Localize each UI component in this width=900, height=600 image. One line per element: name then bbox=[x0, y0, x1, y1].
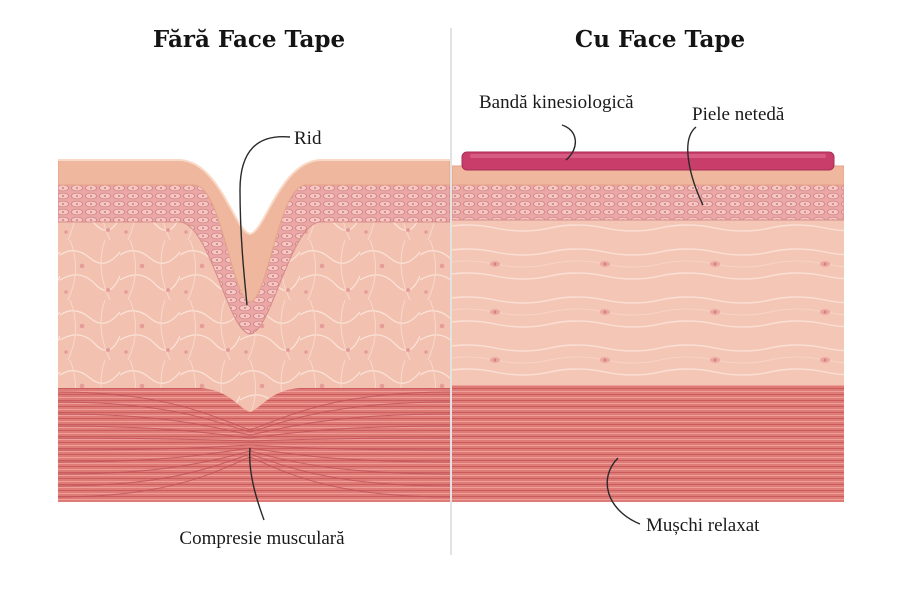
right-panel-title: Cu Face Tape bbox=[575, 26, 745, 53]
left-panel-title: Fără Face Tape bbox=[153, 26, 345, 53]
left-dermis bbox=[58, 218, 450, 412]
wrinkle-label: Rid bbox=[294, 128, 322, 149]
left-panel bbox=[58, 159, 450, 502]
right-dermis bbox=[452, 218, 844, 385]
relaxed-muscle-leader-line bbox=[606, 457, 641, 525]
right-muscle-layer bbox=[452, 385, 844, 502]
muscle-compression-label: Compresie musculară bbox=[179, 528, 345, 549]
tape-label: Bandă kinesiologică bbox=[479, 92, 634, 113]
right-panel bbox=[452, 151, 844, 502]
right-cell-layer bbox=[452, 182, 844, 221]
wrinkle-leader-line bbox=[239, 135, 291, 306]
tape-leader-line bbox=[561, 124, 576, 161]
smooth-skin-label: Piele netedă bbox=[692, 104, 785, 125]
smooth-skin-leader-line bbox=[687, 126, 704, 206]
relaxed-muscle-label: Mușchi relaxat bbox=[646, 515, 760, 536]
muscle-compression-leader-line bbox=[248, 447, 265, 521]
